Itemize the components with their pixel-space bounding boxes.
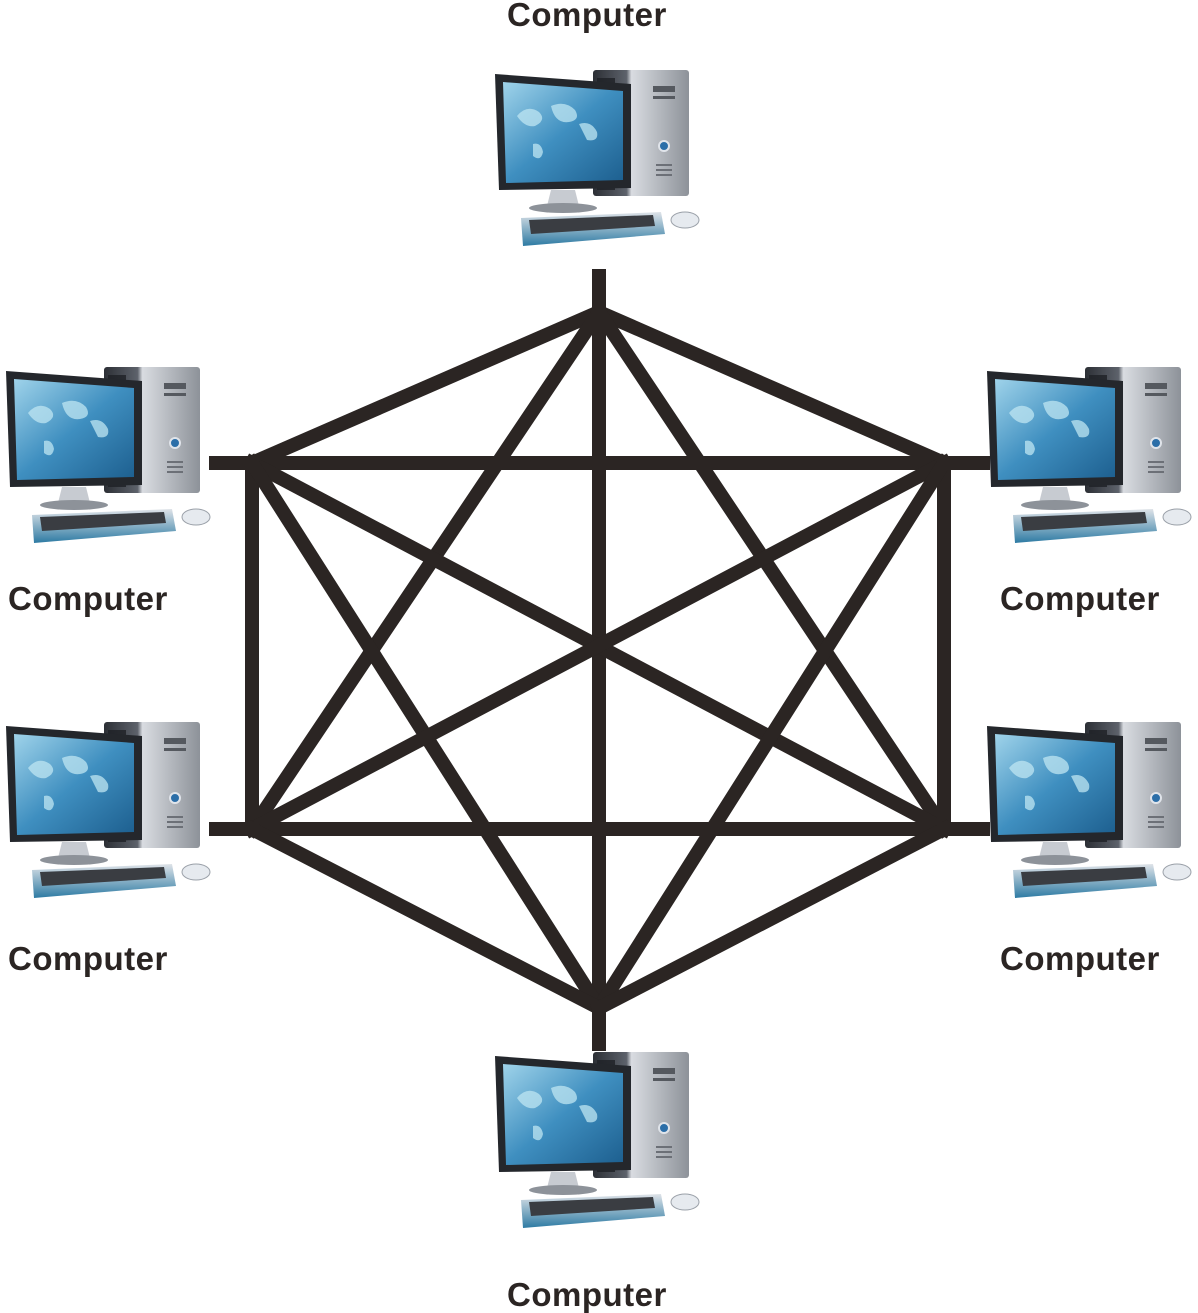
computer-icon xyxy=(986,366,1192,544)
mesh-link xyxy=(242,302,609,839)
mesh-link xyxy=(589,819,954,1018)
node-label-lower-right: Computer xyxy=(1000,940,1160,977)
computer-icon xyxy=(5,366,211,544)
node-label-lower-left: Computer xyxy=(8,940,168,977)
computer-icon xyxy=(494,69,700,247)
mesh-link xyxy=(242,302,609,473)
node-label-top: Computer xyxy=(507,0,667,33)
computer-icon xyxy=(986,721,1192,899)
node-label-upper-left: Computer xyxy=(8,580,168,617)
node-label-bottom: Computer xyxy=(507,1276,667,1313)
computer-icon xyxy=(494,1051,700,1229)
computer-icon xyxy=(5,721,211,899)
mesh-link xyxy=(242,453,954,839)
mesh-link xyxy=(589,302,954,839)
mesh-link xyxy=(589,302,954,473)
mesh-link xyxy=(589,453,954,1018)
mesh-link xyxy=(242,819,609,1018)
node-label-upper-right: Computer xyxy=(1000,580,1160,617)
mesh-links xyxy=(209,269,990,1051)
